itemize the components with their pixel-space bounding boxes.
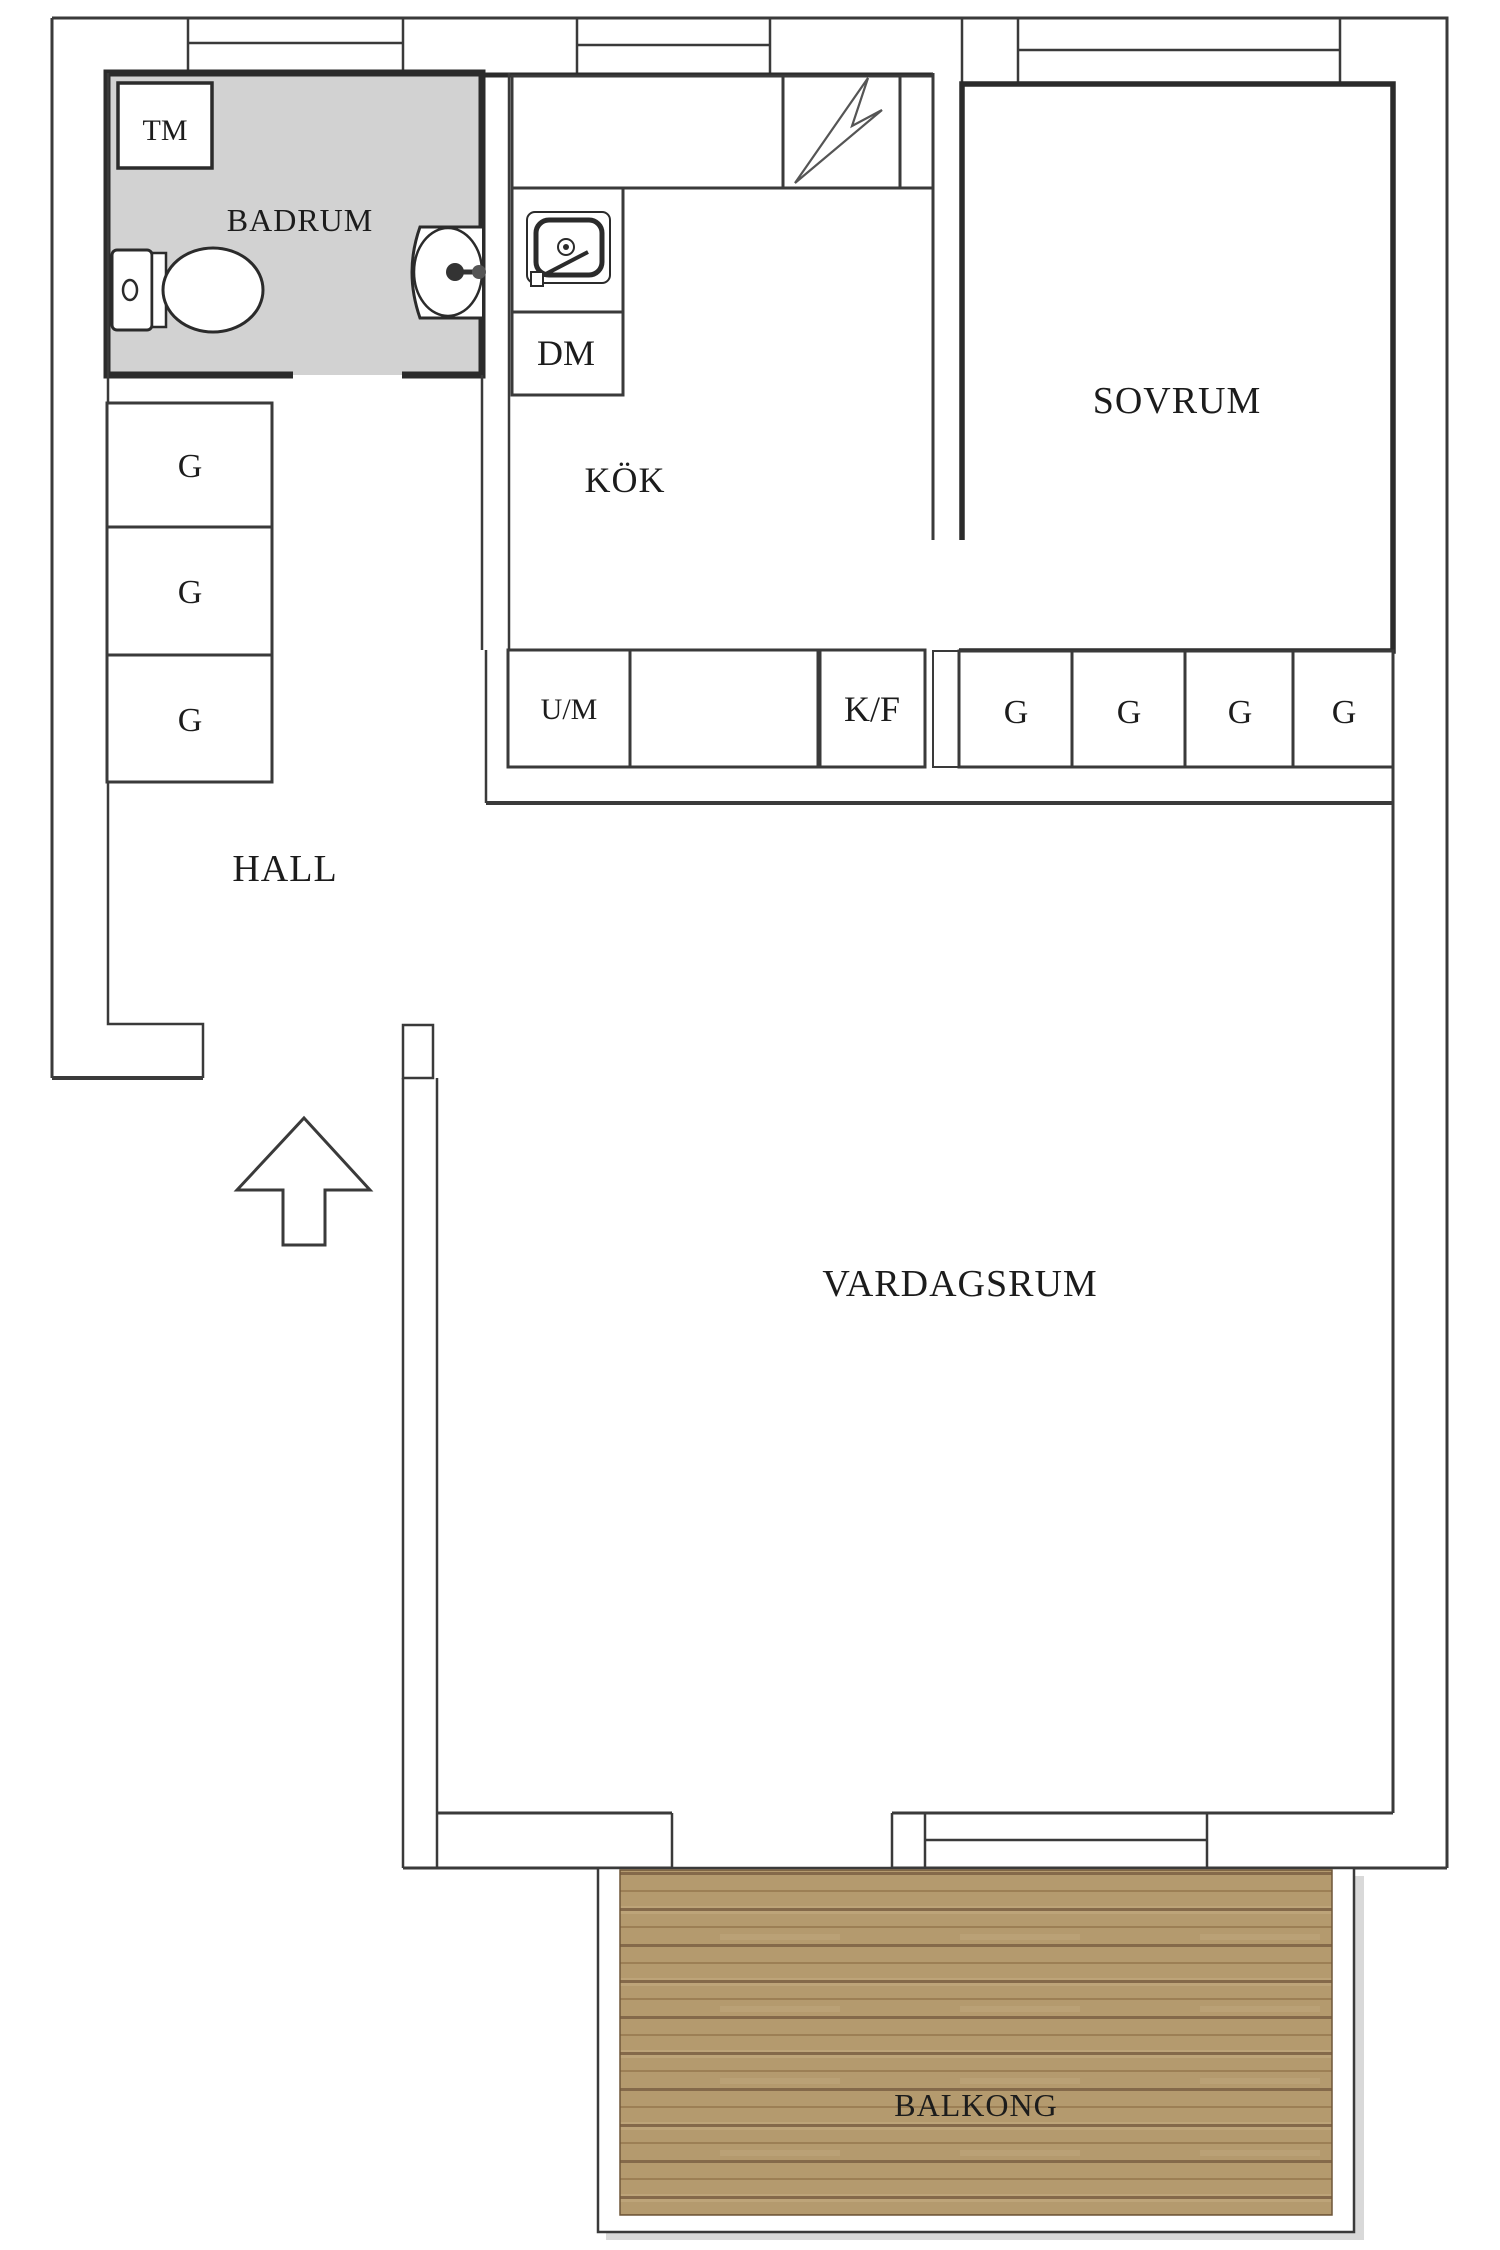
outer-wall-top-right: [52, 16, 1449, 1868]
toilet-icon: [110, 246, 265, 334]
bottom-wall-band: [437, 1811, 1393, 1868]
wardrobe-box: [105, 525, 274, 657]
washing-machine-box: [116, 81, 214, 170]
wardrobe-label: G: [1332, 694, 1357, 731]
window-top-kitchen: [575, 18, 772, 73]
washbasin-icon: [410, 225, 486, 320]
wardrobe-box: [105, 653, 274, 784]
entrance-arrow-icon: [233, 1115, 374, 1247]
wardrobe-label: G: [178, 702, 203, 739]
counter-top-run: [510, 74, 785, 190]
oven-microwave-label: U/M: [541, 693, 598, 726]
window-band-top: [186, 18, 1342, 84]
wardrobe-label: G: [1228, 694, 1253, 731]
sovrum-wall-border: [959, 81, 1396, 654]
balkong-label: BALKONG: [894, 2087, 1057, 2123]
fridge-freezer-box: [818, 648, 927, 769]
hall-label: HALL: [232, 848, 337, 890]
kitchen-sovrum-wall: [931, 73, 964, 540]
wall-stub: [932, 650, 960, 768]
kitchen-sink-icon: [526, 211, 611, 287]
hall-wardrobe-column: [105, 401, 274, 784]
wardrobe-box: [1070, 649, 1187, 769]
dishwasher-label: DM: [537, 333, 595, 373]
badrum-label: BADRUM: [227, 202, 373, 238]
entrance-wall-stub: [401, 1023, 435, 1080]
cabinet-row: [506, 648, 1395, 769]
kitchen-counter: [510, 74, 935, 397]
badrum-wall-border: [103, 69, 486, 379]
balcony-door-jambs: [670, 1813, 894, 1868]
sovrum-label: SOVRUM: [1093, 380, 1262, 422]
wardrobe-box: [957, 649, 1074, 769]
wardrobe-label: G: [178, 448, 203, 485]
window-top-left: [186, 18, 405, 73]
window-bottom: [923, 1813, 1209, 1868]
wardrobe-box: [105, 401, 274, 529]
fridge-freezer-label: K/F: [844, 689, 900, 729]
counter-end: [898, 74, 935, 190]
balcony-deck: [619, 1869, 1333, 2216]
wardrobe-label: G: [178, 574, 203, 611]
window-top-sovrum: [1016, 18, 1342, 84]
kok-label: KÖK: [585, 460, 666, 500]
wardrobe-label: G: [1004, 694, 1029, 731]
cabinet-box: [628, 648, 820, 769]
washing-machine-label: TM: [143, 114, 188, 147]
wardrobe-label: G: [1117, 694, 1142, 731]
dishwasher-box: [510, 310, 625, 397]
vardagsrum-left-wall: [401, 1078, 439, 1868]
stove-lightning-icon: [794, 77, 883, 184]
vardagsrum-label: VARDAGSRUM: [822, 1263, 1097, 1305]
